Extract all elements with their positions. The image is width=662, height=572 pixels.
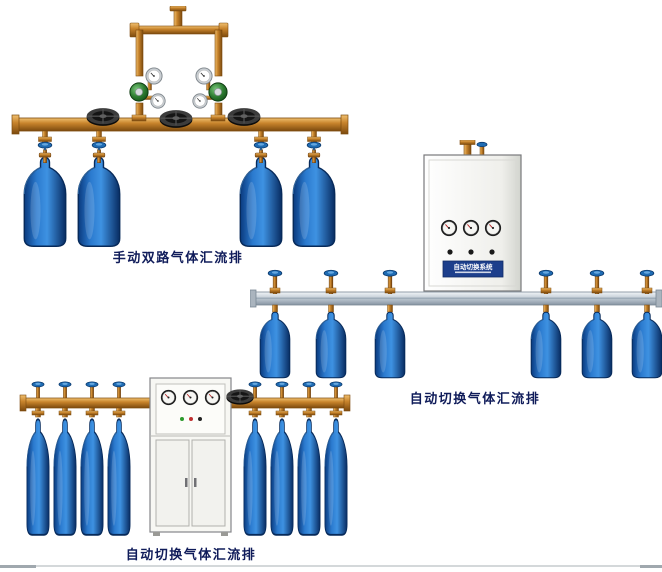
gas-cylinder — [374, 311, 406, 379]
pressure-gauge-icon — [150, 93, 166, 109]
gas-cylinder — [52, 418, 78, 536]
cylinder-valve-icon — [91, 141, 107, 164]
cabinet-top-pipes — [459, 140, 488, 156]
gas-cylinder — [323, 418, 349, 536]
panel-gauge-icon — [160, 389, 177, 406]
door-handle — [185, 478, 188, 487]
gas-cylinder — [25, 418, 51, 536]
gas-cylinder — [106, 418, 132, 536]
gas-cylinder — [631, 311, 662, 379]
caption-auto-switch-manifold: 自动切换气体汇流排 — [409, 391, 541, 406]
drop-fittings — [31, 407, 343, 418]
cabinet-label: 自动切换系统 — [454, 262, 494, 271]
handwheel-valve-icon — [85, 107, 121, 127]
indicator-light-green — [180, 417, 184, 421]
panel-gauge-icon — [462, 219, 480, 237]
caption-auto-switch-cabinet-manifold: 自动切换气体汇流排 — [125, 547, 257, 562]
manual-dual-manifold-illustration — [11, 6, 349, 247]
panel-knob — [468, 249, 474, 255]
panel-gauge-icon — [204, 389, 221, 406]
regulator-icon — [129, 82, 149, 102]
regulator-station-right — [192, 67, 228, 119]
gas-cylinder — [242, 418, 268, 536]
caption-manual-dual-manifold: 手动双路气体汇流排 — [112, 250, 244, 265]
panel-knob — [489, 249, 495, 255]
header-pipes — [129, 6, 229, 77]
pressure-gauge-icon — [192, 93, 208, 109]
gas-cylinder — [269, 418, 295, 536]
handwheel-valve-icon — [158, 109, 194, 129]
panel-gauge-icon — [440, 219, 458, 237]
manifold-rail — [250, 289, 662, 308]
regulator-icon — [208, 82, 228, 102]
gas-cylinder — [77, 157, 121, 247]
switchover-cabinet — [149, 377, 232, 536]
gas-cylinder — [315, 311, 347, 379]
drop-pipes — [38, 130, 321, 144]
gas-cylinder — [259, 311, 291, 379]
gas-cylinder — [581, 311, 613, 379]
gas-cylinder — [23, 157, 67, 247]
panel-knob — [447, 249, 453, 255]
door-handle — [194, 478, 197, 487]
pressure-gauge-icon — [195, 67, 213, 85]
page-edge-line — [0, 565, 662, 568]
auto-switch-cabinet-manifold-illustration — [19, 377, 351, 536]
control-cabinet: 自动切换系统 — [423, 154, 522, 292]
auto-switch-manifold-illustration: 自动切换系统 — [250, 140, 662, 379]
gas-cylinder — [79, 418, 105, 536]
handwheel-valve-icon — [225, 388, 255, 406]
cabinet-door-left — [155, 439, 190, 527]
gas-cylinder — [296, 418, 322, 536]
cylinder-valve-icon — [37, 141, 53, 164]
panel-knob — [198, 417, 202, 421]
panel-gauge-icon — [484, 219, 502, 237]
indicator-light-red — [189, 417, 193, 421]
gas-cylinder — [530, 311, 562, 379]
cabinet-door-right — [191, 439, 226, 527]
regulator-station-left — [129, 67, 166, 119]
panel-gauge-icon — [182, 389, 199, 406]
pressure-gauge-icon — [145, 67, 163, 85]
handwheel-valve-icon — [226, 107, 262, 127]
